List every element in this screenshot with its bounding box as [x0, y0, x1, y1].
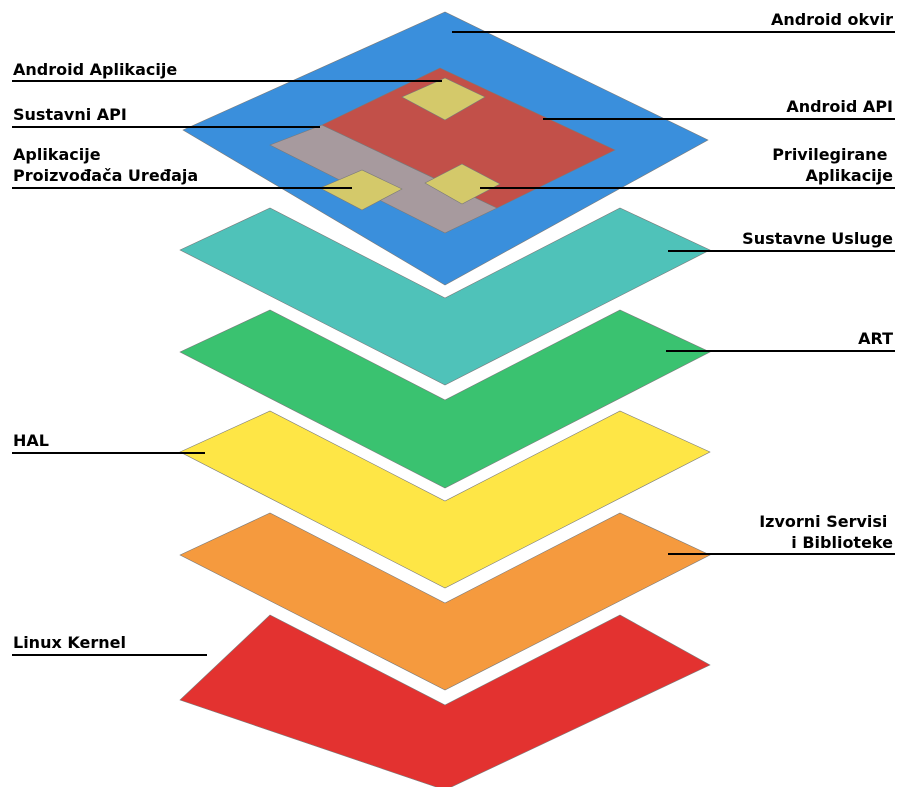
label-hal: HAL — [13, 431, 49, 450]
label-vendor-apps-line-2: Proizvođača Uređaja — [13, 166, 198, 185]
label-vendor-apps: Aplikacije Proizvođača Uređaja — [13, 145, 198, 185]
label-android-api: Android API — [786, 97, 893, 116]
label-native-services: Izvorni Servisi i Biblioteke — [759, 512, 893, 552]
layer-native-services — [179, 512, 711, 691]
vendor-apps-tile — [319, 169, 403, 211]
label-privileged-apps-line-1: Privilegirane — [772, 145, 887, 164]
label-system-services: Sustavne Usluge — [742, 229, 893, 248]
label-system-api: Sustavni API — [13, 105, 127, 124]
layer-art — [179, 309, 711, 489]
label-privileged-apps-line-2: Aplikacije — [805, 166, 893, 185]
label-android-framework: Android okvir — [771, 10, 893, 29]
label-vendor-apps-line-1: Aplikacije — [13, 145, 101, 164]
label-linux-kernel: Linux Kernel — [13, 633, 126, 652]
layer-hal — [179, 410, 711, 589]
label-art: ART — [858, 329, 893, 348]
label-native-services-line-2: i Biblioteke — [791, 533, 893, 552]
label-native-services-line-1: Izvorni Servisi — [759, 512, 887, 531]
layer-system-services — [179, 207, 711, 386]
label-android-apps: Android Aplikacije — [13, 60, 177, 79]
label-privileged-apps: Privilegirane Aplikacije — [772, 145, 893, 185]
privileged-apps-tile — [424, 163, 501, 205]
layer-linux-kernel — [179, 614, 711, 787]
android-apps-tile — [401, 77, 486, 121]
